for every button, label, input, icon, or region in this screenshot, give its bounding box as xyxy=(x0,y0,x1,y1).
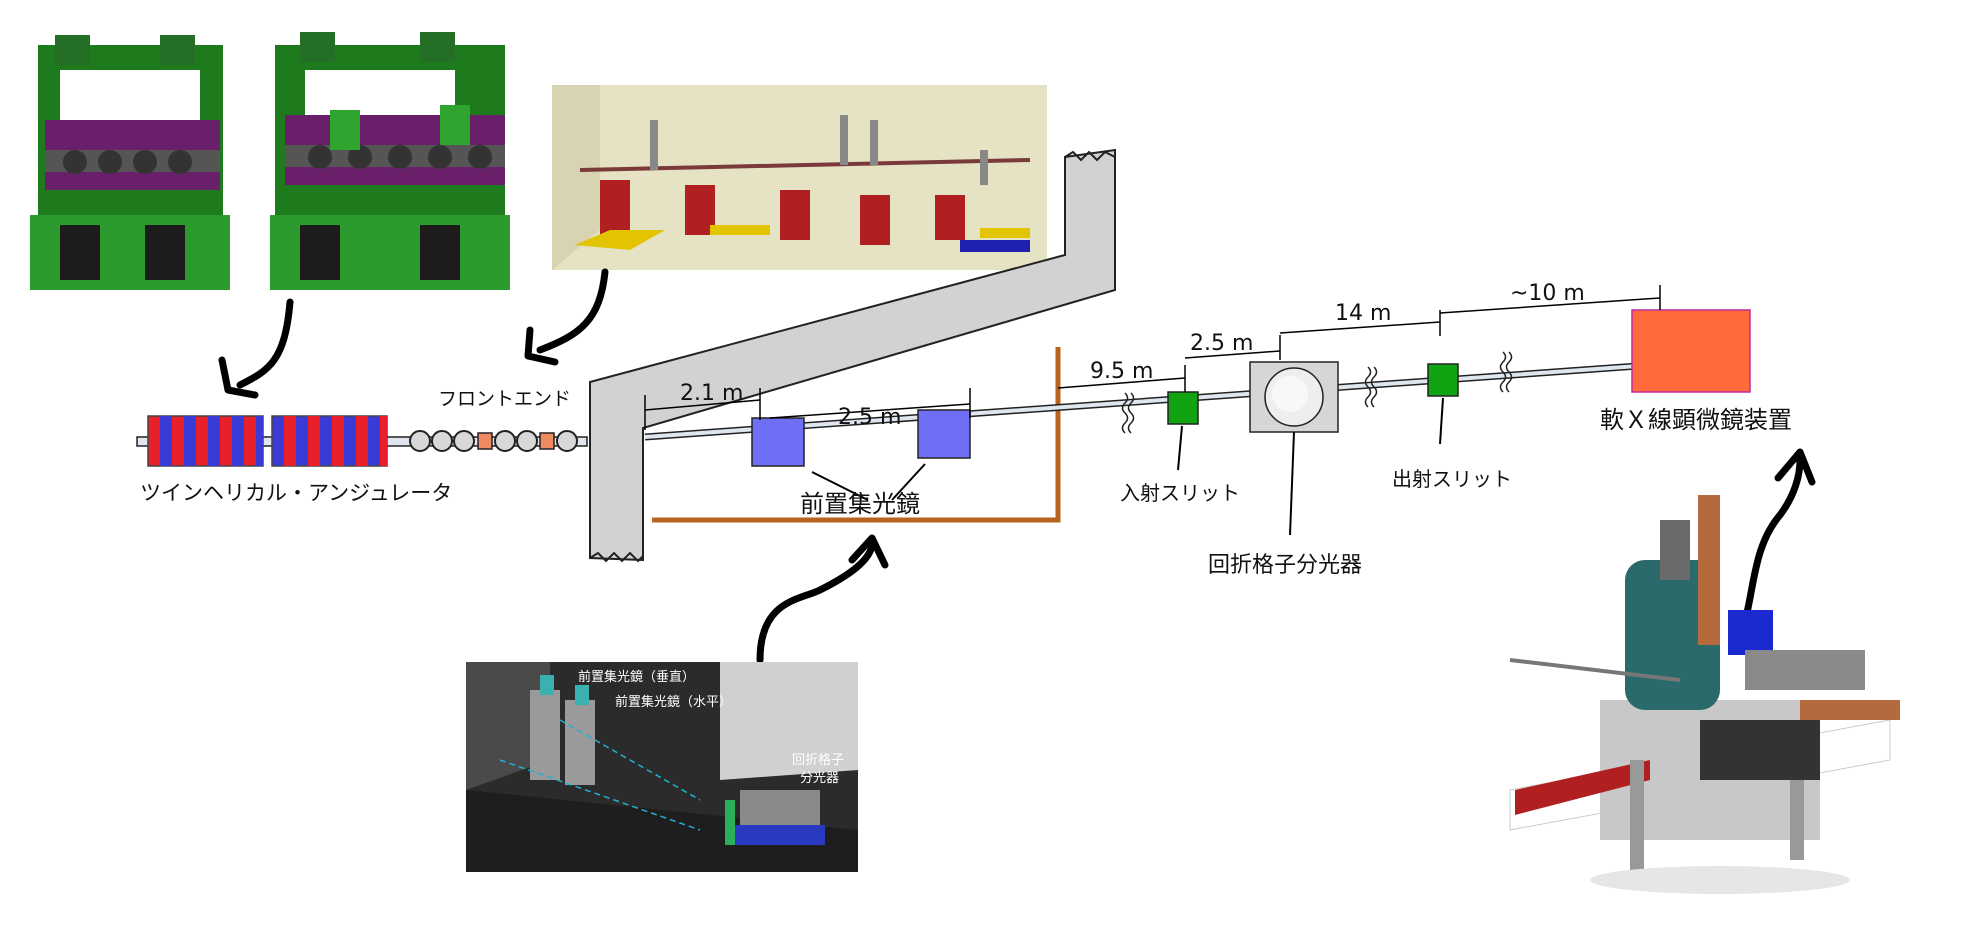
inset-label-mirror-horizontal: 前置集光鏡（水平） xyxy=(615,694,732,710)
break-marks xyxy=(1121,351,1513,434)
inset-label-monochromator-2: 分光器 xyxy=(800,771,839,786)
label-front-end: フロントエンド xyxy=(438,388,571,410)
arrowhead-mirror xyxy=(848,534,889,569)
mirror-horizontal xyxy=(751,417,805,467)
distance-14m: 14 m xyxy=(1335,301,1391,326)
distance-2-1m: 2.1 m xyxy=(680,381,743,406)
exit-slit xyxy=(1427,363,1459,397)
shield-wall xyxy=(589,148,1116,563)
distance-2-5m-mono: 2.5 m xyxy=(1190,331,1253,356)
pre-focusing-mirrors xyxy=(751,409,971,501)
label-pre-focusing-mirror: 前置集光鏡 xyxy=(800,490,920,518)
inset-label-mirror-vertical: 前置集光鏡（垂直） xyxy=(578,669,695,685)
distance-2-5m-mirrors: 2.5 m xyxy=(838,405,901,430)
distance-10m: ~10 m xyxy=(1510,281,1585,306)
microscope-3d-illustration xyxy=(1509,495,1900,894)
entrance-slit xyxy=(1167,391,1199,425)
soft-xray-microscope xyxy=(1631,309,1751,393)
arrow-to-front-end xyxy=(536,268,609,354)
arrow-to-undulator xyxy=(236,298,294,389)
front-end-components xyxy=(409,430,578,452)
arrowhead-microscope xyxy=(1774,448,1816,486)
dimension-lines xyxy=(644,285,1661,430)
label-soft-xray-microscope: 軟Ｘ線顕微鏡装置 xyxy=(1600,406,1792,434)
arrows xyxy=(218,268,1816,664)
arrowhead-front-end xyxy=(524,326,559,366)
arrow-to-mirror xyxy=(756,541,876,664)
arrowhead-undulator xyxy=(218,356,259,399)
label-grating-monochromator: 回折格子分光器 xyxy=(1208,553,1362,578)
label-exit-slit: 出射スリット xyxy=(1392,467,1512,491)
hutch-3d-inset: 前置集光鏡（垂直） 前置集光鏡（水平） 回折格子 分光器 xyxy=(466,662,858,872)
twin-helical-undulator xyxy=(147,415,388,467)
inset-label-monochromator-1: 回折格子 xyxy=(792,752,844,768)
label-entrance-slit: 入射スリット xyxy=(1120,481,1240,505)
arrow-to-microscope xyxy=(1736,456,1804,639)
optics xyxy=(1167,309,1751,536)
distance-9-5m: 9.5 m xyxy=(1090,359,1153,384)
mirror-vertical xyxy=(917,409,971,459)
undulator-3d-illustration xyxy=(30,32,510,290)
label-undulator: ツインヘリカル・アンジュレータ xyxy=(140,481,452,505)
front-end-3d-illustration xyxy=(552,85,1047,270)
